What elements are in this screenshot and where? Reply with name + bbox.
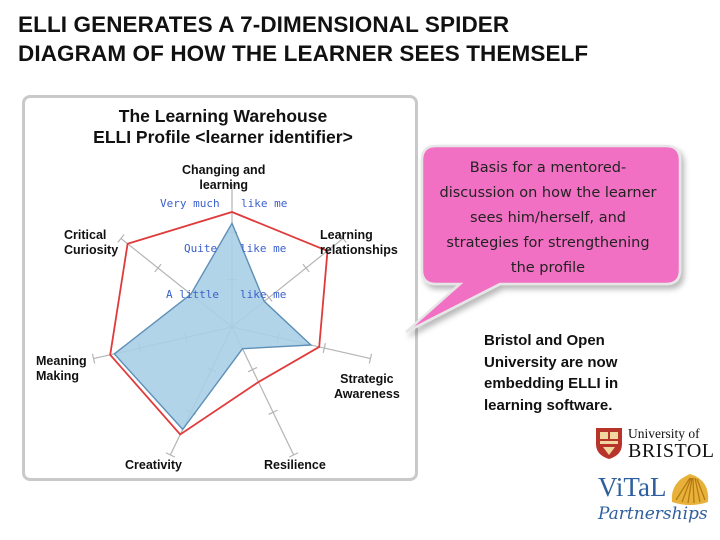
speech-bubble-shape [405, 144, 682, 334]
spider-axis-tick [288, 452, 299, 458]
axis-label-line: Resilience [264, 458, 326, 472]
axis-label-line: Awareness [334, 387, 400, 401]
axis-label-line: Meaning [36, 354, 87, 368]
callout-line: the profile [510, 260, 586, 276]
spider-axis-tick [165, 452, 176, 458]
axis-label-line: relationships [320, 243, 398, 257]
scale-label-a-little-left: A little [166, 288, 219, 301]
embedding-note: Bristol and Open University are now embe… [484, 330, 714, 416]
panel-title-line-2: ELLI Profile <learner identifier> [93, 127, 353, 147]
axis-label-strategic-awareness: Strategic Awareness [334, 372, 400, 402]
axis-label-line: Making [36, 369, 80, 383]
axis-label-meaning-making: Meaning Making [36, 354, 87, 384]
axis-label-line: Learning [320, 228, 373, 242]
vital-logo-subtitle: Partnerships [598, 504, 708, 524]
profile-outline [109, 211, 329, 436]
scale-label-quite-left: Quite [184, 242, 218, 255]
shell-icon [671, 474, 709, 505]
callout-line: strategies for strengthening [446, 235, 650, 251]
axis-label-line: Curiosity [64, 243, 119, 257]
callout-text: Basis for a mentored- discussion on how … [422, 156, 674, 281]
university-of-bristol-logo: University of BRISTOL [594, 424, 715, 462]
bristol-logo-name: BRISTOL [628, 440, 715, 462]
scale-label-quite-right: like me [240, 242, 287, 255]
spider-axis-tick [302, 263, 310, 273]
spider-axis-tick [91, 353, 96, 364]
vital-logo-name: ViTaL [598, 472, 667, 502]
spider-axis-tick [154, 263, 162, 273]
bristol-logo-top-text: University of [628, 426, 700, 441]
vital-partnerships-logo: ViTaL Partnerships [596, 470, 714, 534]
note-line: learning software. [484, 396, 613, 414]
axis-label-line: Strategic [340, 372, 394, 386]
spider-axis-tick [339, 234, 347, 243]
callout-line: discussion on how the learner [439, 185, 657, 201]
spider-axis-tick [368, 353, 373, 364]
spider-axis-tick [268, 409, 278, 416]
axis-label-line: Creativity [125, 458, 182, 472]
scale-label-very-much-right: like me [241, 197, 288, 210]
axis-label-changing-and-learning: Changing and learning [182, 163, 265, 193]
spider-axis-tick [265, 293, 273, 302]
axis-label-line: Changing and [182, 163, 266, 177]
note-line: embedding ELLI in [484, 375, 619, 392]
axis-label-learning-relationships: Learning relationships [320, 228, 398, 258]
axis-label-line: Critical [64, 228, 107, 242]
university-crest-icon [596, 428, 622, 459]
callout-line: sees him/herself, and [470, 210, 626, 226]
slide-title-line-2: DIAGRAM OF HOW THE LEARNER SEES THEMSELF [18, 41, 589, 66]
slide-title: ELLI GENERATES A 7-DIMENSIONAL SPIDER DI… [18, 10, 718, 68]
scale-label-a-little-right: like me [240, 288, 287, 301]
note-line: University are now [484, 353, 618, 371]
note-line: Bristol and Open [484, 332, 605, 349]
axis-label-critical-curiosity: Critical Curiosity [64, 228, 118, 258]
axis-label-line: learning [199, 178, 248, 192]
slide-title-line-1: ELLI GENERATES A 7-DIMENSIONAL SPIDER [18, 12, 510, 37]
spider-axis-tick [247, 366, 258, 373]
callout-line: Basis for a mentored- [469, 160, 627, 176]
spider-axis-tick [117, 234, 125, 243]
panel-title-line-1: The Learning Warehouse [118, 106, 328, 126]
profile-panel [22, 95, 418, 481]
scale-label-very-much-left: Very much [160, 197, 220, 210]
axis-label-resilience: Resilience [264, 458, 326, 473]
axis-label-creativity: Creativity [125, 458, 182, 473]
spider-axis-tick [322, 343, 326, 354]
profile-fill-area [113, 221, 313, 431]
panel-title: The Learning Warehouse ELLI Profile <lea… [0, 106, 446, 148]
